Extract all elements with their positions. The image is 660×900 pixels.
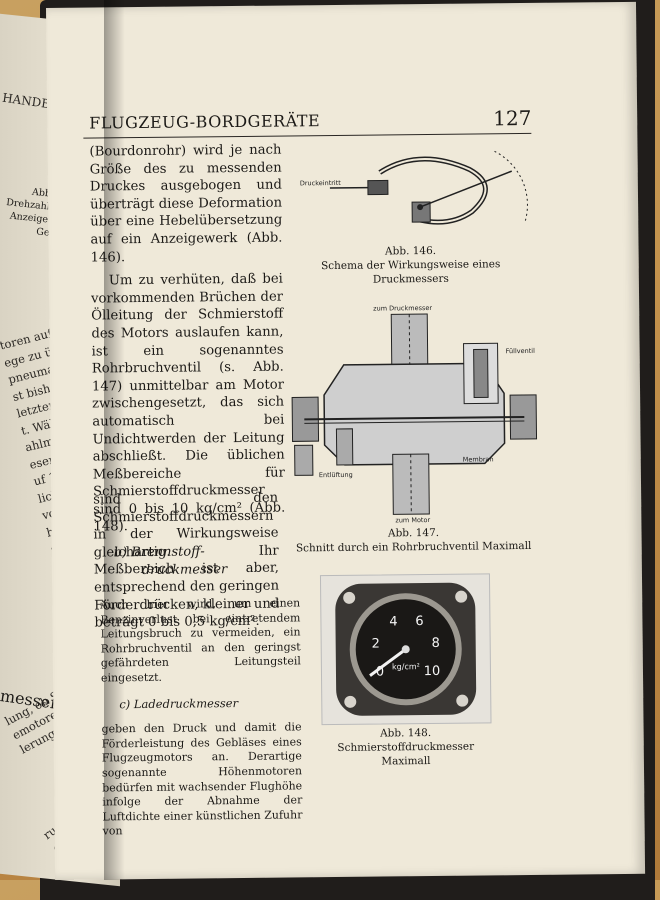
figure-148-caption: Abb. 148.Schmierstoffdruckmesser Maximal… [316,725,496,769]
paragraph: geben den Druck und damit die Förderleis… [101,721,302,840]
book-gutter-shadow [104,0,130,880]
figure-147-diagram: zum Druckmesser Füllventil Membran Entlü… [283,303,545,526]
header-rule [83,133,531,139]
fig147-label-membrane: Membran [463,455,494,463]
gauge-tick-label: 4 [389,614,397,629]
subsection-heading: c) Ladedruckmesser [119,695,301,711]
gauge-tick-label: 2 [371,637,379,652]
paragraph: Auch hier wird, um einen Benzinverlust b… [100,596,301,686]
gauge-tick-label: 8 [431,636,439,651]
fig147-label-vent: Entlüftung [319,471,353,479]
fig147-label-top: zum Druckmesser [373,304,432,313]
gauge-unit: kg/cm² [392,662,420,671]
gauge-tick-label: 10 [424,664,441,679]
page-number: 127 [493,106,531,130]
text-full-width: Auch hier wird, um einen Benzinverlust b… [100,585,303,850]
gauge-tick-label: 6 [415,614,423,629]
fig147-label-bottom: zum Motor [395,516,430,524]
right-page: FLUGZEUG-BORDGERÄTE 127 (Bourdonrohr) wi… [46,2,645,880]
fig146-label: Druckeintritt [300,179,341,187]
fig147-label-valve: Füllventil [506,347,536,355]
figure-146-diagram: Druckeintritt [299,141,530,243]
figure-147-caption: Abb. 147.Schnitt durch ein Rohrbruchvent… [293,525,533,556]
